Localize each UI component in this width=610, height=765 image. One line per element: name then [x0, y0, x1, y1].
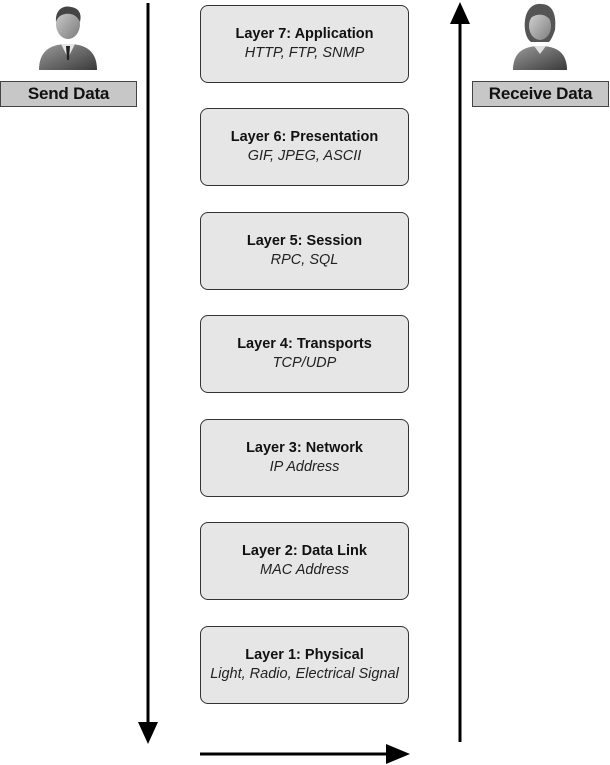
layer-protocols: TCP/UDP	[272, 355, 337, 371]
layer-2-data-link-box: Layer 2: Data Link MAC Address	[200, 522, 409, 600]
layer-protocols: IP Address	[269, 459, 340, 475]
bottom-right-arrow	[200, 744, 410, 764]
layer-protocols: RPC, SQL	[270, 252, 339, 268]
layer-protocols: GIF, JPEG, ASCII	[247, 148, 362, 164]
male-user-icon	[35, 0, 101, 70]
layer-title: Layer 1: Physical	[245, 647, 364, 663]
layer-5-session-box: Layer 5: Session RPC, SQL	[200, 212, 409, 290]
layer-protocols: Light, Radio, Electrical Signal	[210, 666, 399, 682]
layer-6-presentation-box: Layer 6: Presentation GIF, JPEG, ASCII	[200, 108, 409, 186]
receive-up-arrow	[450, 2, 470, 742]
layer-title: Layer 6: Presentation	[230, 129, 379, 145]
female-user-icon	[507, 0, 573, 70]
layer-title: Layer 5: Session	[246, 233, 363, 249]
layer-protocols: MAC Address	[260, 562, 349, 578]
send-down-arrow	[138, 3, 158, 744]
layer-title: Layer 2: Data Link	[242, 543, 367, 559]
layer-3-network-box: Layer 3: Network IP Address	[200, 419, 409, 497]
receive-data-label: Receive Data	[472, 81, 609, 107]
layer-1-physical-box: Layer 1: Physical Light, Radio, Electric…	[200, 626, 409, 704]
layer-title: Layer 4: Transports	[237, 336, 372, 352]
send-data-label: Send Data	[0, 81, 137, 107]
layer-4-transports-box: Layer 4: Transports TCP/UDP	[200, 315, 409, 393]
layer-title: Layer 7: Application	[235, 26, 374, 42]
layer-7-application-box: Layer 7: Application HTTP, FTP, SNMP	[200, 5, 409, 83]
layer-title: Layer 3: Network	[246, 440, 363, 456]
layer-protocols: HTTP, FTP, SNMP	[244, 45, 365, 61]
